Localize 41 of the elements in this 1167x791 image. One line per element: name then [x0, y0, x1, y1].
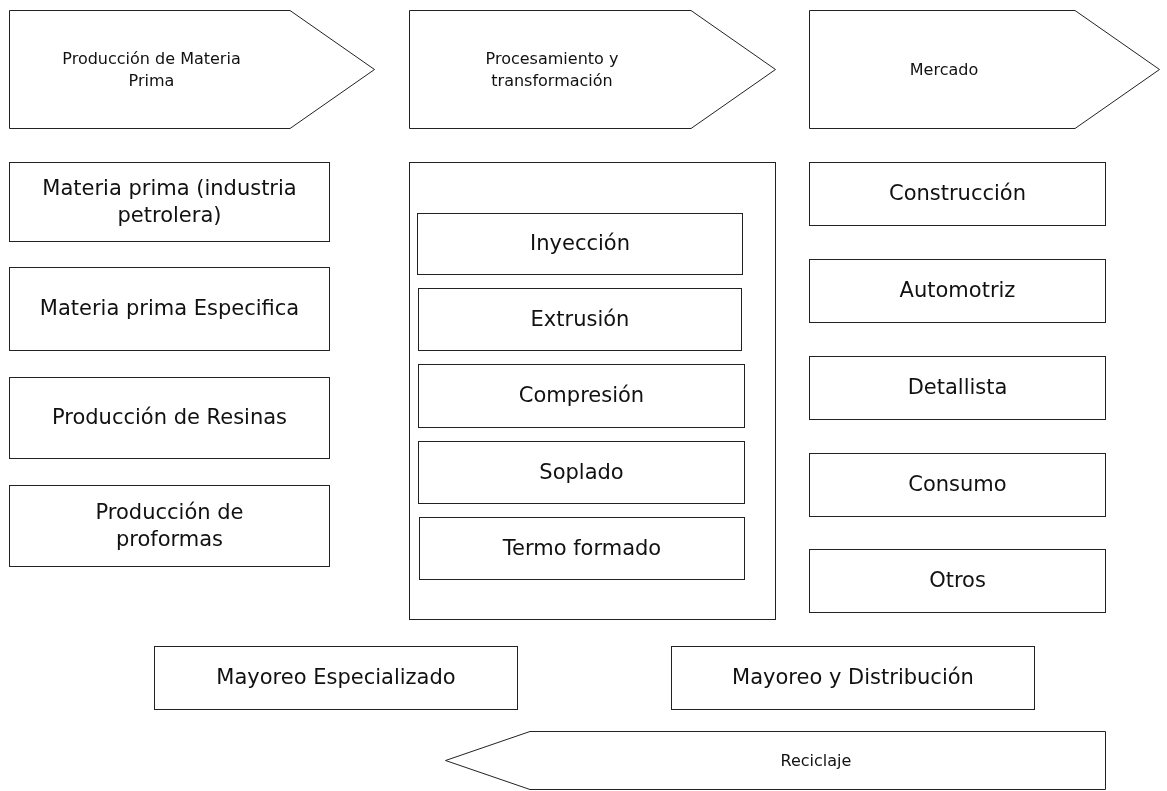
process-box: [418, 364, 745, 428]
stage-label: Reciclaje: [780, 749, 852, 772]
box-label: Termo formado: [502, 534, 662, 562]
process-box: [809, 549, 1106, 613]
process-box: [809, 259, 1106, 323]
box-label: Mayoreo Especializado: [216, 664, 456, 692]
process-box: [418, 441, 745, 504]
stage-label: Mercado: [909, 58, 979, 81]
stage-label: Producción de Materia Prima: [61, 47, 242, 92]
process-box: [418, 288, 742, 351]
box-label: Materia prima (industria petrolera): [41, 174, 298, 229]
process-box: [809, 356, 1106, 420]
group-container: [409, 162, 776, 620]
process-box: [154, 646, 518, 710]
chevron-arrow-shape: [9, 10, 375, 129]
box-label: Compresión: [518, 382, 645, 410]
process-box: [671, 646, 1035, 710]
box-label: Extrusión: [530, 305, 630, 333]
process-box: [417, 213, 743, 275]
chevron-arrow-shape: [809, 10, 1160, 129]
box-label: Otros: [929, 567, 986, 595]
process-box: [419, 517, 745, 580]
box-label: Producción de Resinas: [51, 404, 288, 432]
chevron-arrow-shape: [445, 731, 1106, 790]
box-label: Detallista: [907, 374, 1008, 402]
process-box: [9, 162, 330, 242]
process-box: [9, 485, 330, 567]
box-label: Soplado: [539, 458, 624, 486]
process-box: [809, 162, 1106, 226]
box-label: Materia prima Especifica: [39, 295, 300, 323]
box-label: Inyección: [530, 230, 630, 258]
box-label: Automotriz: [899, 277, 1016, 305]
chevron-arrow-shape: [409, 10, 776, 129]
box-label: Consumo: [908, 471, 1007, 499]
box-label: Construcción: [889, 180, 1026, 208]
process-box: [9, 267, 330, 351]
process-box: [9, 377, 330, 459]
box-label: Producción de proformas: [94, 498, 245, 553]
process-box: [809, 453, 1106, 517]
box-label: Mayoreo y Distribución: [732, 664, 974, 692]
stage-label: Procesamiento y transformación: [484, 47, 620, 92]
